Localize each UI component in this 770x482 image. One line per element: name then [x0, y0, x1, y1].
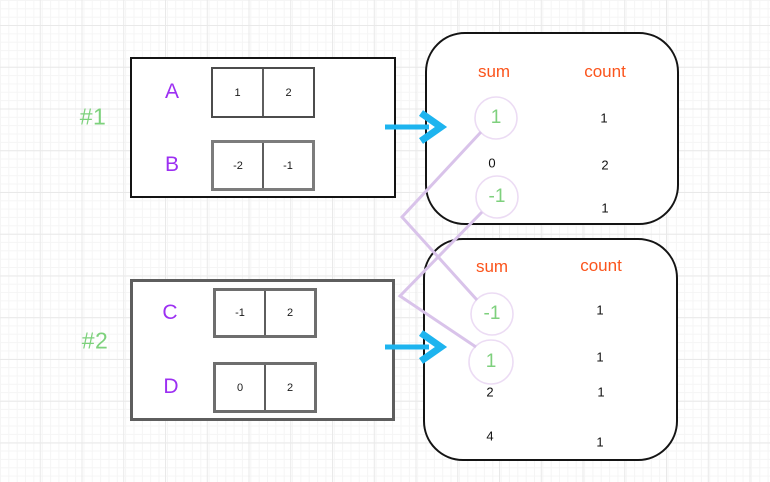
group2-row2-sum: 1: [485, 351, 497, 372]
group2-row1-sum: -1: [483, 303, 501, 324]
group2-label: #2: [81, 327, 109, 354]
array-cell: 1: [213, 69, 264, 116]
array-b-cells: -2 -1: [211, 140, 315, 191]
array-a-label: A: [164, 80, 180, 103]
group2-row4-sum: 4: [486, 428, 494, 444]
group1-row2-count: 2: [601, 157, 609, 173]
group2-count-header: count: [580, 256, 622, 275]
array-cell: -2: [214, 143, 264, 188]
array-cell: 2: [286, 381, 294, 394]
array-cell: -1: [216, 291, 266, 335]
array-a-cells: 1 2: [211, 67, 315, 118]
group2-row3-count: 1: [597, 384, 605, 400]
array-cell: 2: [285, 86, 292, 99]
group1-row1-count: 1: [600, 110, 608, 126]
group1-row1-sum: 1: [490, 107, 502, 128]
group1-label: #1: [79, 103, 107, 130]
group1-row3-count: 1: [601, 200, 609, 216]
array-c-label: C: [162, 301, 178, 324]
array-cell: 2: [286, 307, 294, 319]
group2-row3-sum: 2: [486, 384, 494, 400]
group1-row2-sum: 0: [488, 155, 496, 171]
group2-sum-header: sum: [475, 257, 509, 276]
group2-row1-count: 1: [596, 302, 604, 318]
group2-row4-count: 1: [596, 434, 604, 450]
group1-sum-table: [425, 32, 679, 225]
array-cell: -1: [283, 159, 293, 172]
group1-sum-header: sum: [477, 62, 511, 81]
group2-row2-count: 1: [596, 349, 604, 365]
array-c-cells: -1 2: [213, 288, 317, 338]
array-cell: 0: [216, 365, 266, 410]
group1-count-header: count: [584, 62, 626, 81]
array-d-label: D: [163, 375, 179, 398]
group2-sum-table: [423, 238, 678, 461]
array-b-label: B: [164, 153, 180, 176]
group1-row3-sum: -1: [488, 186, 506, 207]
array-d-cells: 0 2: [213, 362, 317, 413]
